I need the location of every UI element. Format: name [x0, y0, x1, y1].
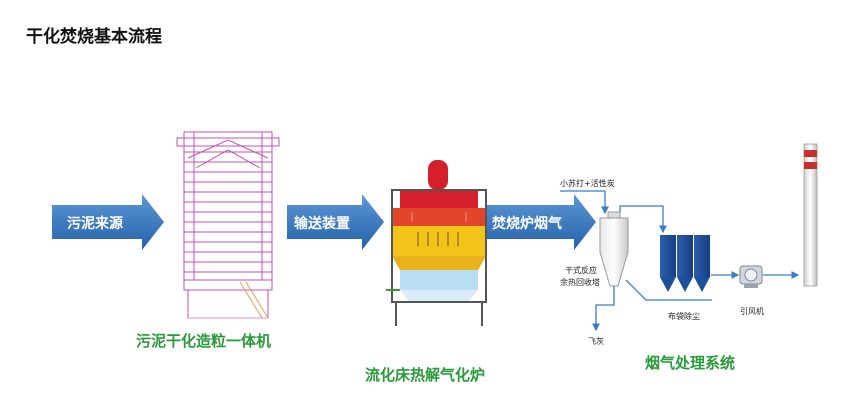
furnace-label: 流化床热解气化炉: [365, 366, 486, 384]
page-title: 干化焚烧基本流程: [26, 27, 162, 47]
arrow-flue-gas-label: 焚烧炉烟气: [491, 215, 562, 232]
fan-label: 引风机: [740, 307, 764, 316]
dryer-granulator-drawing: [176, 131, 280, 319]
reactor-label-line2: 余热回收塔: [560, 278, 600, 287]
fly-ash-label: 飞灰: [588, 337, 604, 346]
dryer-label: 污泥干化造粒一体机: [136, 332, 272, 350]
reactor-label-line1: 干式反应: [565, 266, 597, 275]
fluidized-bed-furnace-drawing: [386, 160, 487, 326]
bag-filter-label: 布袋除尘: [668, 312, 700, 321]
gas-treatment-drawing: [560, 143, 818, 332]
arrow-conveyor-label: 输送装置: [294, 215, 350, 232]
arrow-source-label: 污泥来源: [67, 215, 123, 232]
additive-label: 小苏打+活性炭: [560, 179, 615, 188]
fan-icon: [739, 265, 763, 288]
arrow-flue-gas: 焚烧炉烟气: [487, 194, 596, 250]
arrow-source: 污泥来源: [52, 194, 164, 250]
arrow-conveyor: 输送装置: [287, 194, 384, 250]
gas-system-label: 烟气处理系统: [645, 354, 736, 372]
chimney-icon: [803, 143, 818, 287]
